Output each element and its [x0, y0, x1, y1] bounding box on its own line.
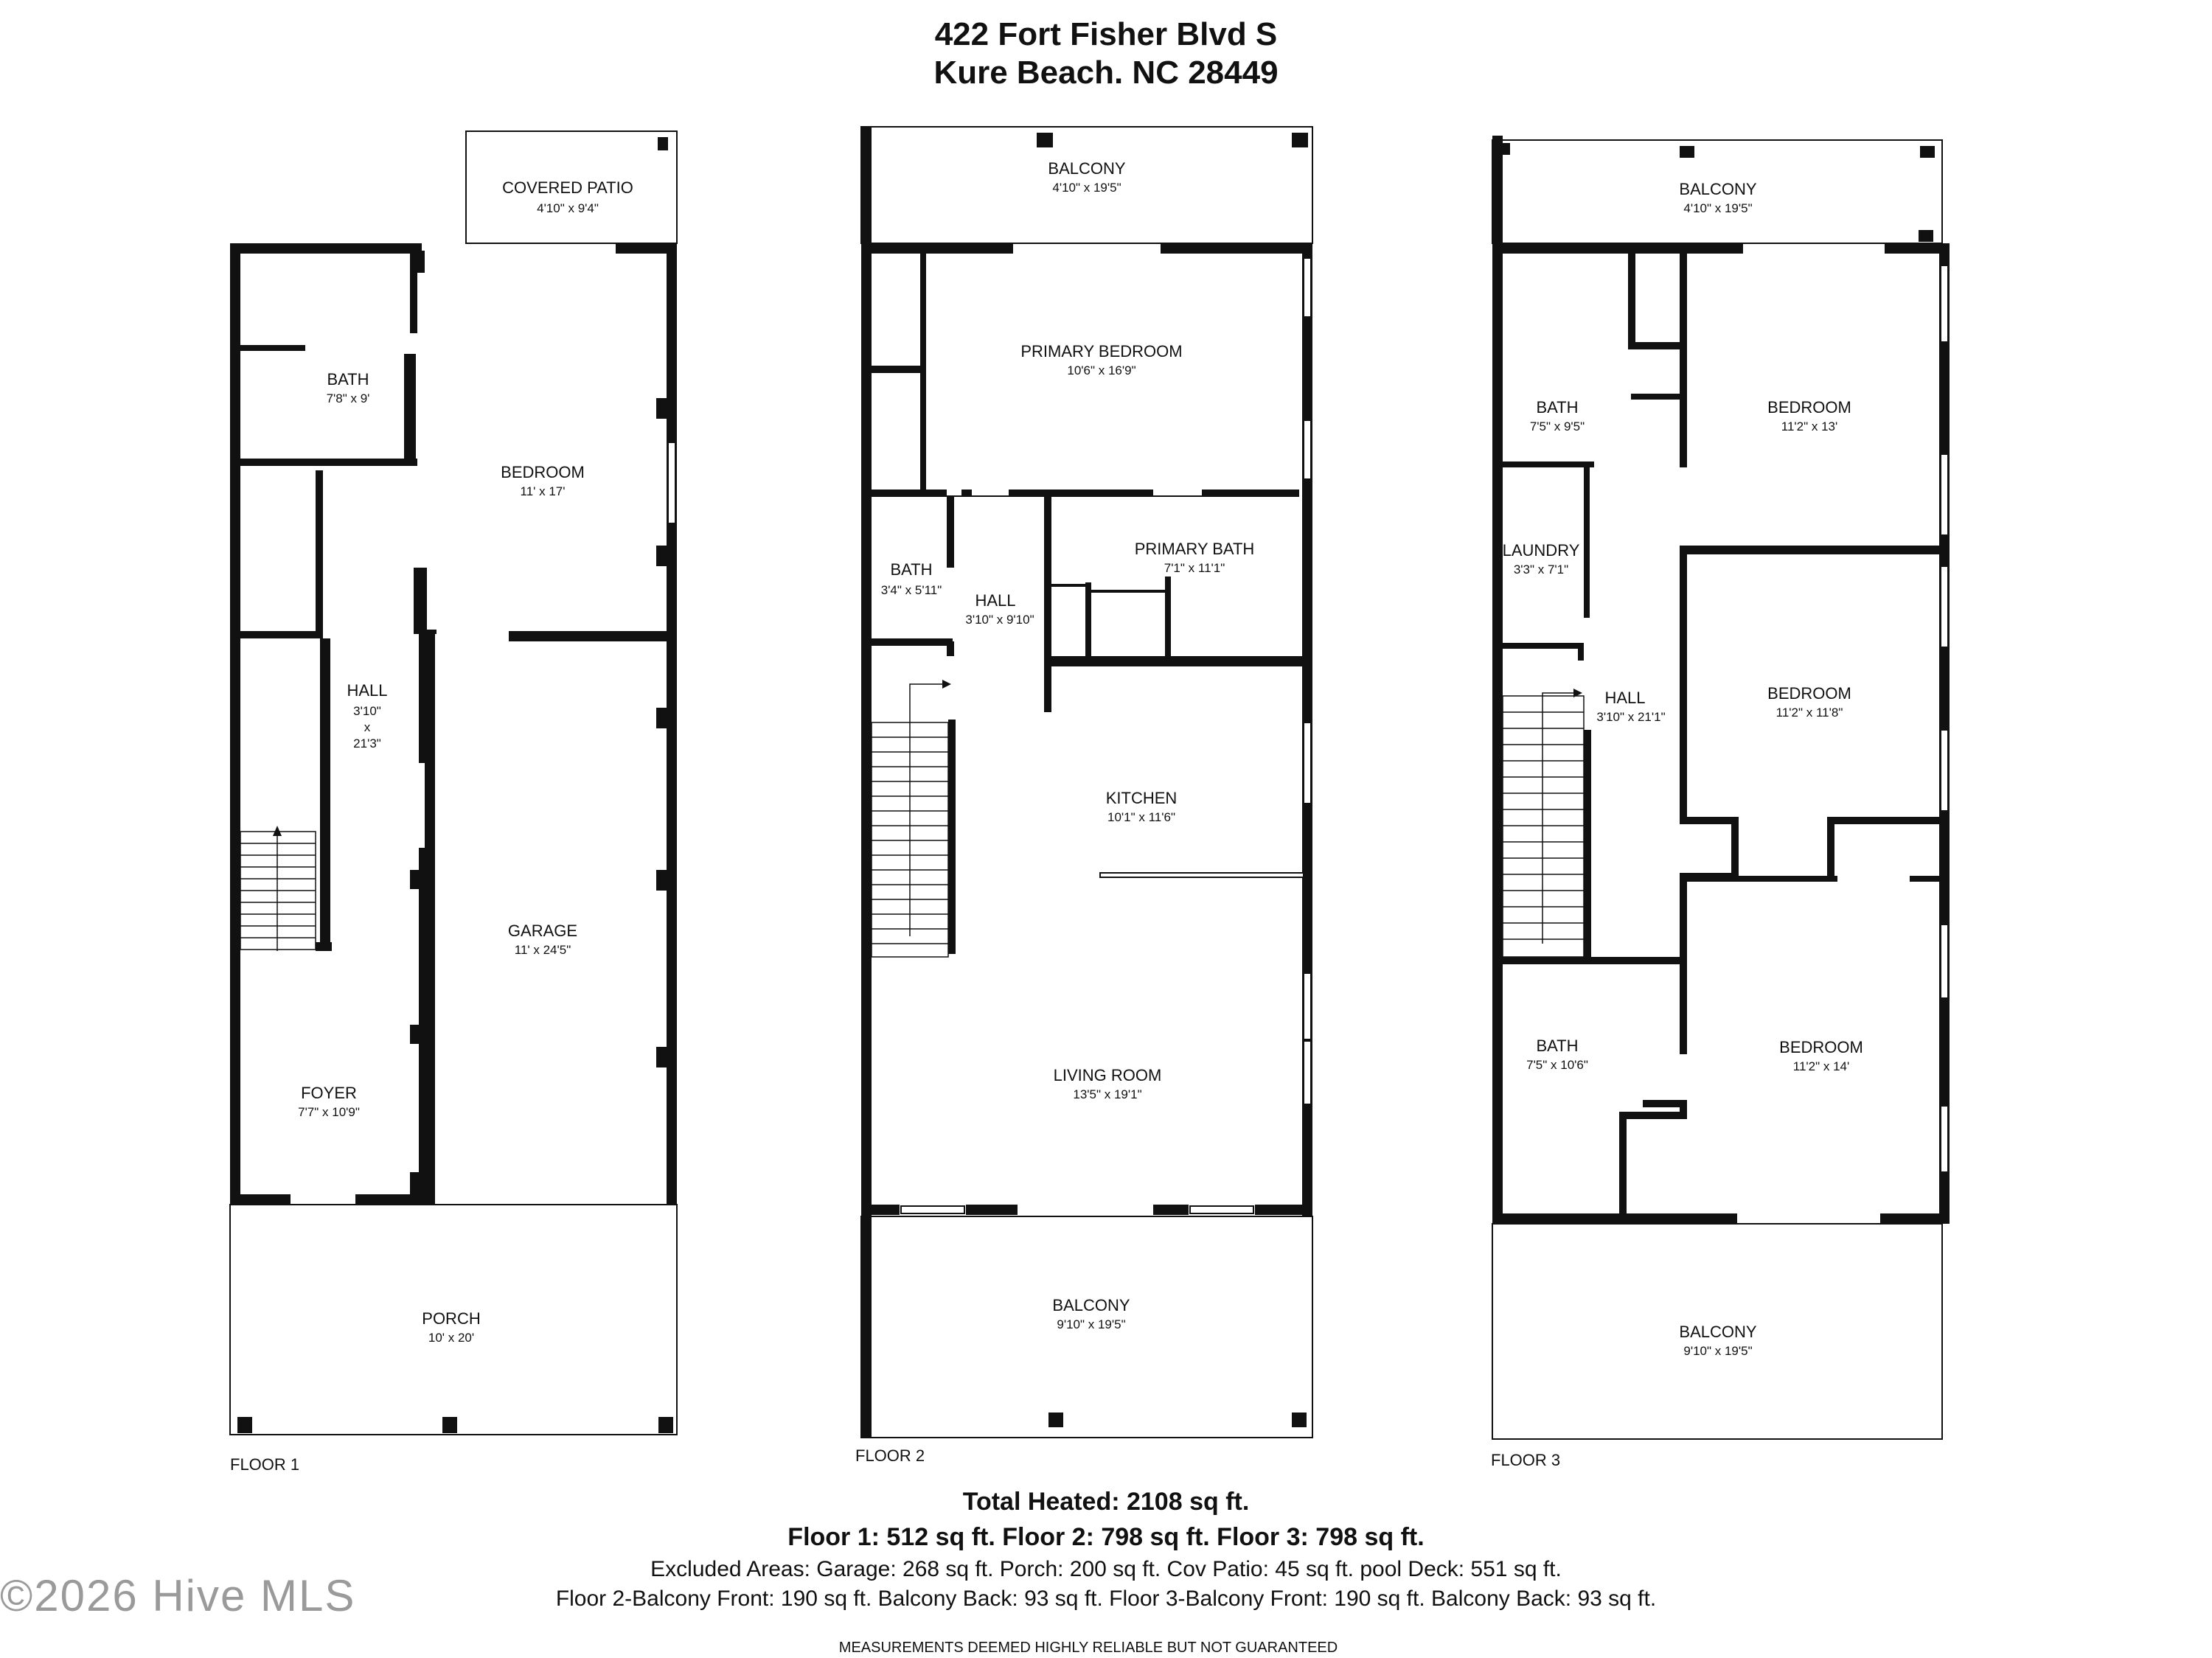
- room-dims: 7'1" x 11'1": [1164, 561, 1225, 575]
- room-name: HALL: [347, 681, 387, 700]
- room-name: HALL: [1604, 689, 1645, 707]
- room-name: COVERED PATIO: [502, 178, 633, 197]
- room-dims: 21'3": [353, 736, 381, 750]
- room-dims: 10'6" x 16'9": [1067, 363, 1135, 377]
- room-dims: 3'10" x 9'10": [965, 613, 1034, 627]
- room-name: BATH: [1536, 398, 1578, 417]
- floor-plans: COVERED PATIO 4'10" x 9'4" BATH 7'8" x 9…: [229, 126, 1950, 1474]
- floor-3-label: FLOOR 3: [1491, 1451, 1560, 1469]
- room-dims: 13'5" x 19'1": [1073, 1087, 1141, 1101]
- room-name: BALCONY: [1052, 1296, 1130, 1314]
- room-name: GARAGE: [508, 922, 577, 940]
- excluded-areas: Excluded Areas: Garage: 268 sq ft. Porch…: [650, 1557, 1562, 1581]
- room-dims: 3'10": [353, 704, 381, 718]
- room-dims: 3'10" x 21'1": [1596, 710, 1665, 724]
- room-name: KITCHEN: [1106, 789, 1178, 807]
- room-dims: 11'2" x 14': [1793, 1059, 1849, 1073]
- floor-2-label: FLOOR 2: [855, 1446, 925, 1465]
- room-name: LIVING ROOM: [1054, 1066, 1162, 1084]
- floor-1-label: FLOOR 1: [230, 1455, 299, 1474]
- room-dims: 4'10" x 19'5": [1052, 181, 1121, 195]
- room-name: BATH: [1536, 1037, 1578, 1055]
- room-dims: 11'2" x 13': [1781, 419, 1837, 433]
- floor-3-plan: BALCONY 4'10" x 19'5" BATH 7'5" x 9'5" B…: [1491, 136, 1950, 1469]
- room-name: BATH: [327, 370, 369, 389]
- room-dims: 3'3" x 7'1": [1514, 562, 1568, 577]
- room-name: BEDROOM: [1779, 1038, 1863, 1056]
- room-name: BALCONY: [1679, 180, 1756, 198]
- room-dims: 7'5" x 9'5": [1530, 419, 1585, 433]
- disclaimer: MEASUREMENTS DEEMED HIGHLY RELIABLE BUT …: [838, 1640, 1338, 1656]
- copyright-watermark: ©2026 Hive MLS: [0, 1571, 356, 1620]
- room-dims: 7'7" x 10'9": [298, 1105, 360, 1119]
- room-dims: 7'8" x 9': [327, 391, 370, 405]
- room-name: PORCH: [422, 1309, 480, 1328]
- room-name: BEDROOM: [501, 463, 585, 481]
- room-name: HALL: [975, 591, 1015, 610]
- address-line-1: 422 Fort Fisher Blvd S: [934, 16, 1278, 52]
- room-dims: x: [364, 720, 371, 734]
- total-heated: Total Heated: 2108 sq ft.: [962, 1488, 1250, 1516]
- room-dims: 11' x 24'5": [515, 943, 571, 957]
- room-name: BEDROOM: [1767, 684, 1851, 703]
- room-name: BATH: [890, 560, 932, 579]
- room-dims: 11'2" x 11'8": [1776, 706, 1843, 720]
- room-name: LAUNDRY: [1503, 541, 1580, 560]
- address-line-2: Kure Beach. NC 28449: [933, 55, 1279, 91]
- room-name: BALCONY: [1679, 1323, 1756, 1341]
- room-name: FOYER: [301, 1084, 357, 1102]
- room-name: BEDROOM: [1767, 398, 1851, 417]
- room-dims: 4'10" x 9'4": [537, 201, 599, 215]
- floor-areas: Floor 1: 512 sq ft. Floor 2: 798 sq ft. …: [787, 1523, 1425, 1551]
- room-dims: 4'10" x 19'5": [1683, 201, 1752, 215]
- room-dims: 9'10" x 19'5": [1057, 1317, 1125, 1331]
- room-dims: 3'4" x 5'11": [881, 583, 942, 597]
- room-name: PRIMARY BEDROOM: [1020, 342, 1182, 360]
- room-name: BALCONY: [1048, 159, 1125, 178]
- floor-2-plan: BALCONY 4'10" x 19'5" PRIMARY BEDROOM 10…: [855, 126, 1313, 1465]
- balcony-areas: Floor 2-Balcony Front: 190 sq ft. Balcon…: [555, 1586, 1657, 1611]
- room-dims: 10'1" x 11'6": [1107, 810, 1175, 824]
- room-dims: 11' x 17': [521, 484, 566, 498]
- room-dims: 9'10" x 19'5": [1683, 1344, 1752, 1358]
- room-name: PRIMARY BATH: [1135, 540, 1255, 558]
- room-dims: 7'5" x 10'6": [1526, 1058, 1588, 1072]
- room-dims: 10' x 20': [428, 1331, 474, 1345]
- floor-1-plan: COVERED PATIO 4'10" x 9'4" BATH 7'8" x 9…: [229, 130, 678, 1474]
